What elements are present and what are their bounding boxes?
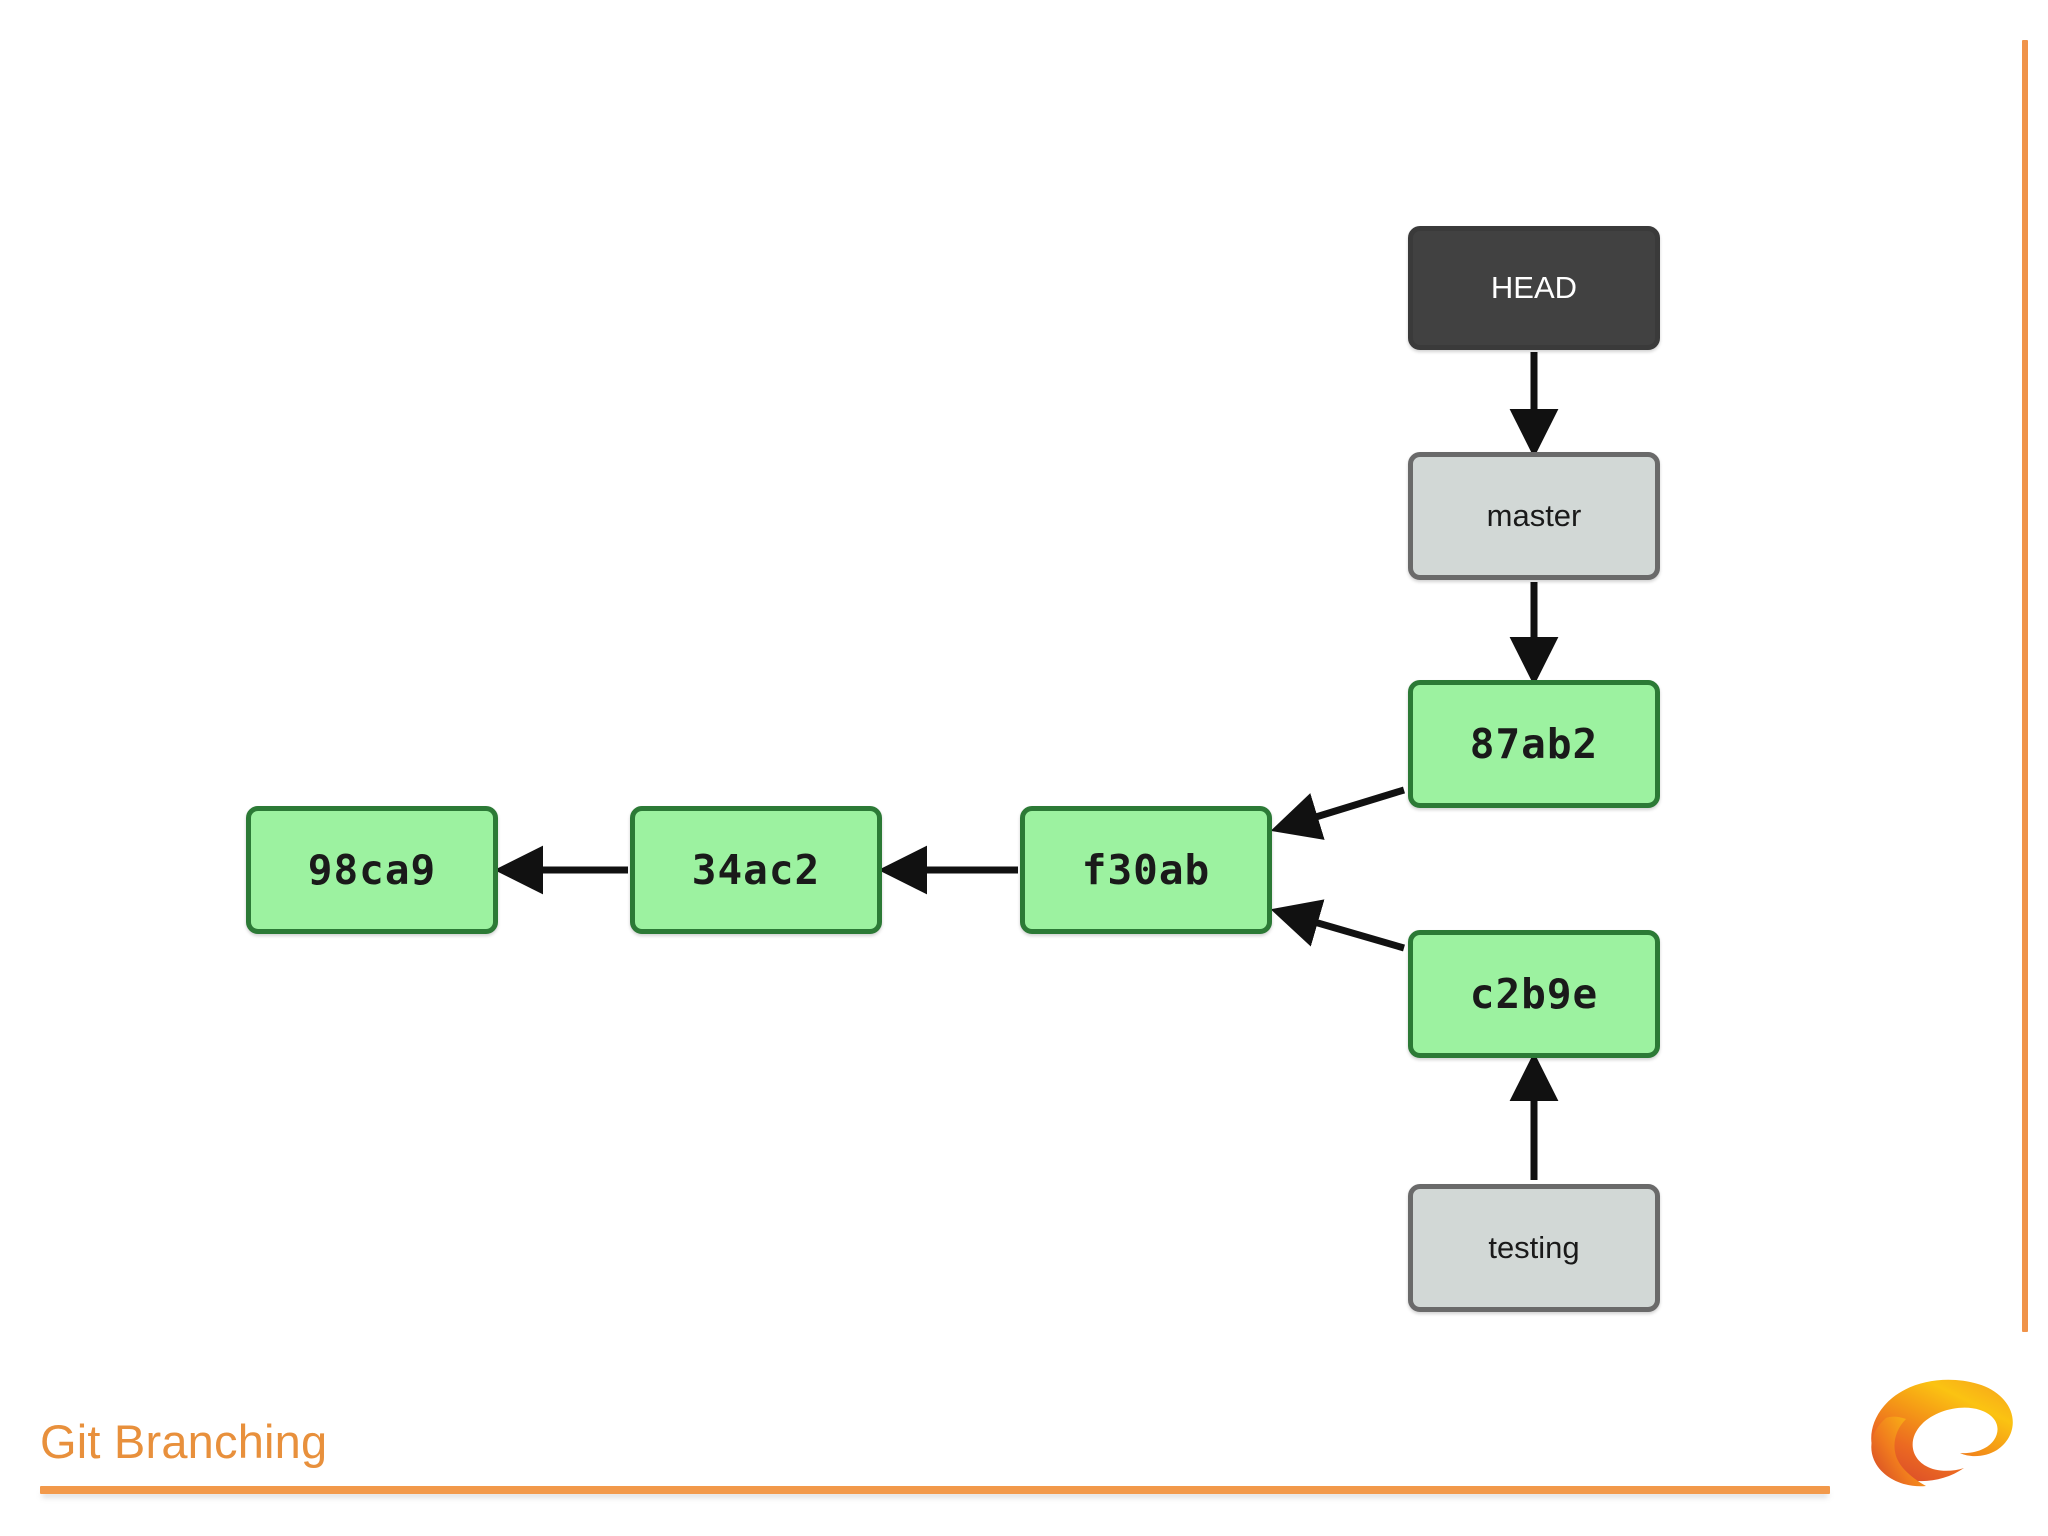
node-commit-98ca9-label: 98ca9 <box>307 846 437 894</box>
node-commit-c2b9e-label: c2b9e <box>1469 970 1599 1018</box>
node-branch-testing-label: testing <box>1488 1230 1580 1265</box>
arrow-c87ab2-to-cf30ab <box>1270 786 1406 840</box>
swoosh-e-logo <box>1871 1379 2013 1487</box>
node-branch-master-label: master <box>1486 498 1582 533</box>
node-commit-f30ab-label: f30ab <box>1081 846 1211 894</box>
node-head[interactable]: HEAD <box>1408 226 1660 350</box>
node-commit-98ca9[interactable]: 98ca9 <box>246 806 498 934</box>
node-branch-master[interactable]: master <box>1408 452 1660 580</box>
node-branch-testing[interactable]: testing <box>1408 1184 1660 1312</box>
node-head-label: HEAD <box>1490 270 1578 305</box>
node-commit-87ab2-label: 87ab2 <box>1469 720 1599 768</box>
arrow-cc2b9e-to-cf30ab <box>1270 899 1405 952</box>
node-commit-87ab2[interactable]: 87ab2 <box>1408 680 1660 808</box>
node-commit-34ac2-label: 34ac2 <box>691 846 821 894</box>
right-accent-line <box>2022 40 2028 1332</box>
node-commit-f30ab[interactable]: f30ab <box>1020 806 1272 934</box>
node-commit-c2b9e[interactable]: c2b9e <box>1408 930 1660 1058</box>
footer-divider <box>40 1486 1830 1494</box>
page-title: Git Branching <box>40 1415 328 1468</box>
node-commit-34ac2[interactable]: 34ac2 <box>630 806 882 934</box>
